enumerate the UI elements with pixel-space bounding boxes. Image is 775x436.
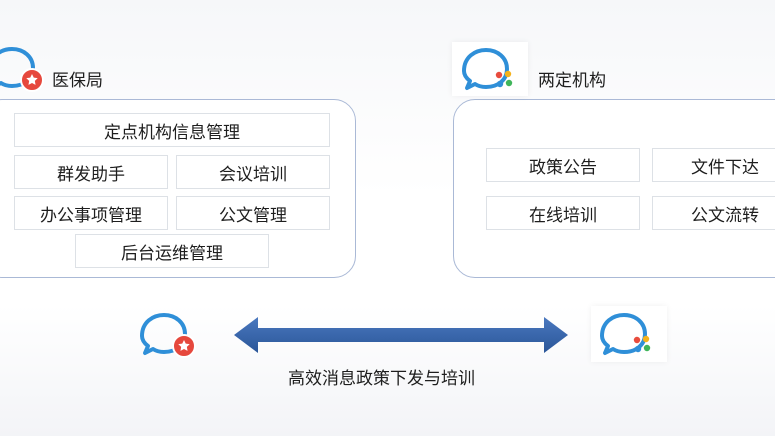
right-item-3: 公文流转 xyxy=(652,196,775,230)
wecom-colorful-icon xyxy=(462,48,513,90)
left-item-4: 公文管理 xyxy=(176,196,330,230)
arrow-caption: 高效消息政策下发与培训 xyxy=(288,369,475,389)
left-item-3: 办公事项管理 xyxy=(14,196,168,230)
right-org-panel xyxy=(453,99,775,278)
left-org-title: 医保局 xyxy=(52,71,103,91)
wecom-official-star-icon xyxy=(0,47,44,92)
wecom-colorful-icon-bottom xyxy=(600,313,651,355)
wecom-official-star-icon-bottom xyxy=(140,313,196,358)
left-item-2: 会议培训 xyxy=(176,155,330,189)
double-arrow xyxy=(234,317,568,353)
right-item-0: 政策公告 xyxy=(486,148,640,182)
right-org-title: 两定机构 xyxy=(538,71,606,91)
right-item-1: 文件下达 xyxy=(652,148,775,182)
left-item-5: 后台运维管理 xyxy=(75,234,269,268)
right-item-2: 在线培训 xyxy=(486,196,640,230)
left-item-1: 群发助手 xyxy=(14,155,168,189)
left-item-0: 定点机构信息管理 xyxy=(14,113,330,147)
